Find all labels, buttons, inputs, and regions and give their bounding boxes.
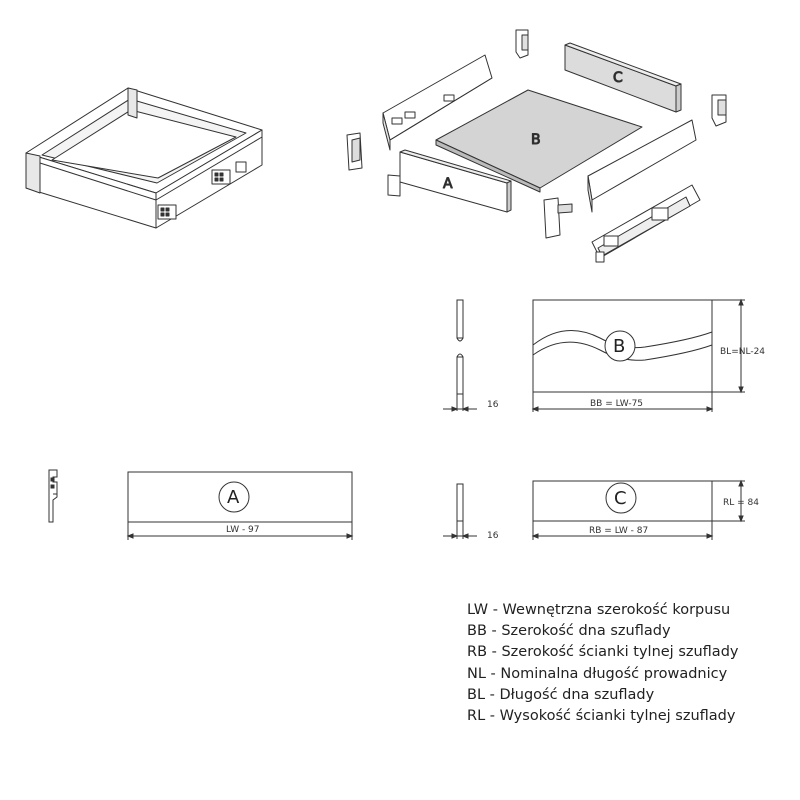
bottom-panel-width: BB = LW-75 bbox=[590, 399, 643, 409]
legend-item-nl: NL - Nominalna długość prowadnicy bbox=[467, 665, 728, 682]
bottom-panel-length: BL=NL-24 bbox=[720, 347, 765, 357]
legend-item-rl: RL - Wysokość ścianki tylnej szuflady bbox=[467, 708, 736, 725]
front-panel-width: LW - 97 bbox=[226, 525, 260, 535]
bottom-panel-thickness: 16 bbox=[487, 400, 499, 410]
exploded-drawer: B C A bbox=[346, 29, 727, 263]
back-panel-section bbox=[443, 483, 477, 539]
assembled-drawer bbox=[25, 87, 263, 229]
bottom-panel-section bbox=[443, 299, 477, 412]
back-panel-height: RL = 84 bbox=[723, 498, 759, 508]
exploded-label-a: A bbox=[443, 176, 453, 192]
front-panel-profile bbox=[48, 469, 58, 523]
back-panel-thickness: 16 bbox=[487, 531, 499, 541]
front-panel-label: A bbox=[227, 487, 240, 508]
bottom-panel-label: B bbox=[613, 336, 625, 357]
back-panel-width: RB = LW - 87 bbox=[589, 526, 648, 536]
back-panel-label: C bbox=[614, 488, 627, 509]
legend: LW - Wewnętrzna szerokość korpusu BB - S… bbox=[467, 600, 738, 727]
legend-item-bl: BL - Długość dna szuflady bbox=[467, 686, 655, 703]
front-panel-plan bbox=[126, 471, 354, 540]
legend-item-rb: RB - Szerokość ścianki tylnej szuflady bbox=[467, 644, 739, 661]
exploded-label-b: B bbox=[531, 132, 541, 148]
legend-item-lw: LW - Wewnętrzna szerokość korpusu bbox=[467, 602, 731, 618]
bottom-panel-plan bbox=[531, 298, 745, 412]
back-panel-plan bbox=[531, 479, 745, 540]
legend-item-bb: BB - Szerokość dna szuflady bbox=[467, 623, 671, 640]
exploded-label-c: C bbox=[613, 70, 623, 86]
